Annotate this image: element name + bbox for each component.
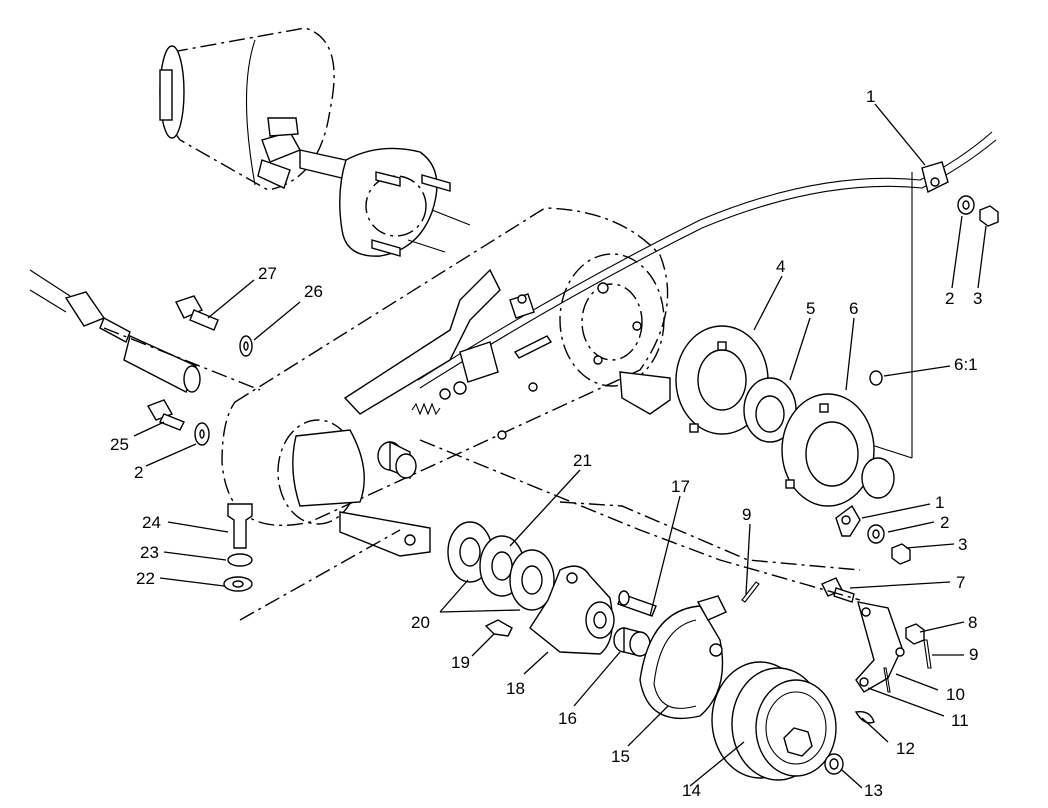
callout-14: 14 xyxy=(682,781,701,800)
callout-8: 8 xyxy=(968,613,977,632)
callout-10: 10 xyxy=(946,685,965,704)
callout-16: 16 xyxy=(558,709,577,728)
bearing-5 xyxy=(743,377,797,443)
callout-2-top: 2 xyxy=(945,289,954,308)
callout-13: 13 xyxy=(864,781,883,800)
pin-17 xyxy=(617,590,657,617)
lever-11 xyxy=(855,601,905,693)
housing xyxy=(221,207,671,557)
callout-2-left: 2 xyxy=(134,463,143,482)
lock-washer-23 xyxy=(227,553,253,567)
callout-6: 6 xyxy=(849,299,858,318)
callout-18: 18 xyxy=(506,679,525,698)
nut-8 xyxy=(905,623,925,645)
callout-2-mid: 2 xyxy=(940,513,949,532)
nut-6-1 xyxy=(869,370,883,386)
key-12 xyxy=(854,711,875,724)
clamp-1-mid xyxy=(835,504,861,537)
washer-22 xyxy=(223,576,253,592)
callout-9-top: 9 xyxy=(742,505,751,524)
callout-12: 12 xyxy=(896,739,915,758)
drive-shaft xyxy=(29,269,261,393)
bolt-27 xyxy=(175,295,219,331)
callout-3-top: 3 xyxy=(973,289,982,308)
callout-11: 11 xyxy=(951,711,969,730)
callout-5: 5 xyxy=(806,299,815,318)
cotter-pin-9-right xyxy=(923,639,932,669)
bushing-16 xyxy=(613,627,651,657)
bearing-20b xyxy=(509,549,555,611)
tension-arm-18 xyxy=(529,565,615,655)
callout-15: 15 xyxy=(611,747,630,766)
callout-labels: 1 2 3 4 5 6 6:1 1 2 3 7 8 9 10 11 12 13 … xyxy=(110,87,982,800)
leader-lines xyxy=(133,103,987,789)
callout-19: 19 xyxy=(451,653,470,672)
washer-2-left xyxy=(194,422,210,446)
callout-25: 25 xyxy=(110,435,129,454)
callout-21: 21 xyxy=(573,451,592,470)
callout-9-right: 9 xyxy=(969,645,978,664)
bolt-7 xyxy=(821,577,855,603)
callout-6-1: 6:1 xyxy=(954,355,978,374)
grease-fitting-19 xyxy=(484,619,513,637)
callout-23: 23 xyxy=(140,543,159,562)
washer-2-top xyxy=(957,195,975,215)
pin-10 xyxy=(883,667,891,693)
callout-22: 22 xyxy=(136,569,155,588)
callout-27: 27 xyxy=(258,264,277,283)
bolt-25 xyxy=(146,399,185,431)
washer-2-mid xyxy=(867,524,885,544)
flange-6 xyxy=(781,393,895,507)
nut-3-mid xyxy=(891,543,911,565)
callout-3-mid: 3 xyxy=(958,535,967,554)
nut-3-top xyxy=(979,205,999,227)
callout-20: 20 xyxy=(411,613,430,632)
callout-4: 4 xyxy=(776,257,785,276)
pulley-14 xyxy=(711,661,837,781)
callout-26: 26 xyxy=(304,282,323,301)
brake-band-15 xyxy=(639,595,727,720)
nut-13 xyxy=(824,753,844,775)
bolt-24 xyxy=(227,503,253,549)
callout-7: 7 xyxy=(956,573,965,592)
linkage-bracket xyxy=(343,268,535,480)
callout-24: 24 xyxy=(142,513,161,532)
callout-17: 17 xyxy=(671,477,690,496)
cotter-pin-9-top xyxy=(741,581,760,603)
washer-26 xyxy=(239,335,253,357)
callout-1-top: 1 xyxy=(866,87,875,106)
callout-1-mid: 1 xyxy=(935,493,944,512)
mounting-plate xyxy=(339,147,471,257)
